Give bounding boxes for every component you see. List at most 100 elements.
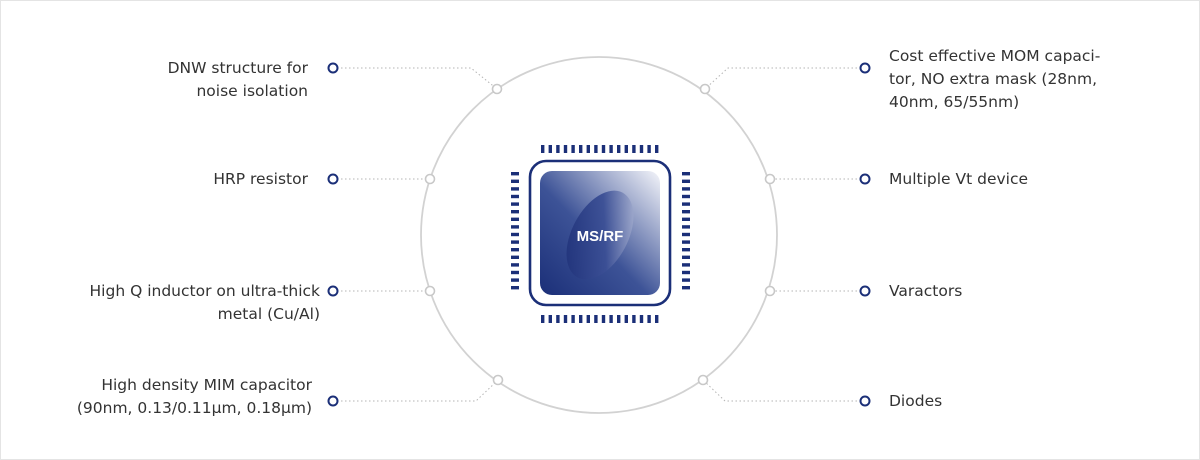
ring-node-right-2 (764, 173, 776, 185)
marker-left-1 (327, 62, 339, 74)
connector-left-1 (333, 67, 498, 90)
chip-pin-bottom (571, 315, 575, 323)
chip-pin-right (682, 263, 690, 267)
chip-pin-top (601, 145, 606, 153)
marker-right-2 (859, 173, 871, 185)
chip-label: MS/RF (577, 228, 624, 245)
chip-icon: MS/RF (528, 159, 672, 307)
ring-node-left-4 (492, 374, 504, 386)
chip-pin-left (511, 187, 519, 191)
marker-left-3 (327, 285, 339, 297)
chip-pin-bottom (601, 315, 606, 323)
chip-pin-left (511, 248, 519, 252)
chip-pin-left (511, 270, 519, 275)
chip-pin-right (682, 210, 690, 214)
chip-pin-bottom (556, 315, 560, 323)
chip-pin-bottom (586, 315, 590, 323)
chip-pin-right (682, 255, 690, 259)
chip-pin-top (639, 145, 644, 153)
outer-ring (420, 56, 778, 414)
chip-pin-left (511, 217, 519, 221)
ring-node-right-4 (697, 374, 709, 386)
feature-label-hrp-resistor: HRP resistor (213, 170, 308, 188)
chip-pin-top (556, 145, 560, 153)
chip-pin-right (682, 202, 690, 206)
chip-pin-top (655, 145, 659, 153)
chip-pin-left (511, 286, 519, 290)
chip-pin-left (511, 225, 519, 229)
chip-pin-left (511, 278, 519, 282)
chip-pin-bottom (548, 315, 552, 323)
chip-pin-bottom (647, 315, 651, 323)
connector-right-1 (704, 67, 865, 90)
chip-pin-right (682, 172, 690, 176)
chip-pin-right (682, 187, 690, 191)
feature-label-diodes: Diodes (889, 392, 943, 410)
ring-node-right-1 (699, 83, 711, 95)
chip-pin-bottom (541, 315, 545, 323)
chip-pin-left (511, 210, 519, 214)
chip-pin-right (682, 240, 690, 244)
chip-pins (511, 145, 690, 323)
connector-lines (333, 67, 865, 402)
marker-left-4 (327, 395, 339, 407)
chip-pin-bottom (617, 315, 621, 323)
ring-node-right-3 (764, 285, 776, 297)
chip-pin-bottom (624, 315, 628, 323)
chip-pin-left (511, 172, 519, 176)
feature-label-dnw: DNW structure for noise isolation (167, 59, 308, 100)
connector-right-4 (702, 379, 865, 402)
chip-pin-bottom (579, 315, 583, 323)
chip-pin-right (682, 217, 690, 221)
marker-right-3 (859, 285, 871, 297)
marker-right-1 (859, 62, 871, 74)
feature-label-multiple-vt: Multiple Vt device (889, 170, 1029, 188)
chip-pin-top (579, 145, 583, 153)
chip-pin-left (511, 255, 519, 259)
ring-node-left-2 (424, 173, 436, 185)
marker-right-4 (859, 395, 871, 407)
chip-pin-bottom (632, 315, 636, 323)
marker-left-2 (327, 173, 339, 185)
chip-pin-bottom (563, 315, 568, 323)
chip-pin-left (511, 232, 519, 237)
chip-pin-left (511, 194, 519, 199)
chip-pin-top (609, 145, 613, 153)
chip-pin-top (617, 145, 621, 153)
chip-pin-top (563, 145, 568, 153)
chip-pin-top (541, 145, 545, 153)
chip-pin-right (682, 225, 690, 229)
feature-label-mom-capacitor: Cost effective MOM capaci- tor, NO extra… (889, 47, 1101, 111)
chip-pin-left (511, 240, 519, 244)
chip-pin-right (682, 232, 690, 237)
chip-pin-right (682, 270, 690, 275)
connector-left-4 (333, 379, 499, 402)
feature-label-high-q-inductor: High Q inductor on ultra-thick metal (Cu… (89, 282, 320, 323)
chip-pin-top (586, 145, 590, 153)
chip-pin-bottom (639, 315, 644, 323)
ring-node-left-3 (424, 285, 436, 297)
ring-nodes (424, 83, 776, 386)
chip-pin-top (632, 145, 636, 153)
ring-node-left-1 (491, 83, 503, 95)
chip-pin-left (511, 263, 519, 267)
chip-pin-top (647, 145, 651, 153)
chip-pin-bottom (594, 315, 598, 323)
chip-pin-top (594, 145, 598, 153)
chip-pin-right (682, 286, 690, 290)
chip-pin-right (682, 248, 690, 252)
chip-pin-left (511, 179, 519, 183)
chip-pin-right (682, 194, 690, 199)
chip-pin-top (571, 145, 575, 153)
chip-pin-bottom (609, 315, 613, 323)
feature-label-varactors: Varactors (889, 282, 963, 300)
chip-pin-top (624, 145, 628, 153)
chip-pin-bottom (655, 315, 659, 323)
chip-pin-left (511, 202, 519, 206)
label-markers (327, 62, 871, 407)
chip-pin-right (682, 278, 690, 282)
chip-pin-right (682, 179, 690, 183)
feature-label-mim-capacitor: High density MIM capacitor (90nm, 0.13/0… (76, 376, 312, 417)
